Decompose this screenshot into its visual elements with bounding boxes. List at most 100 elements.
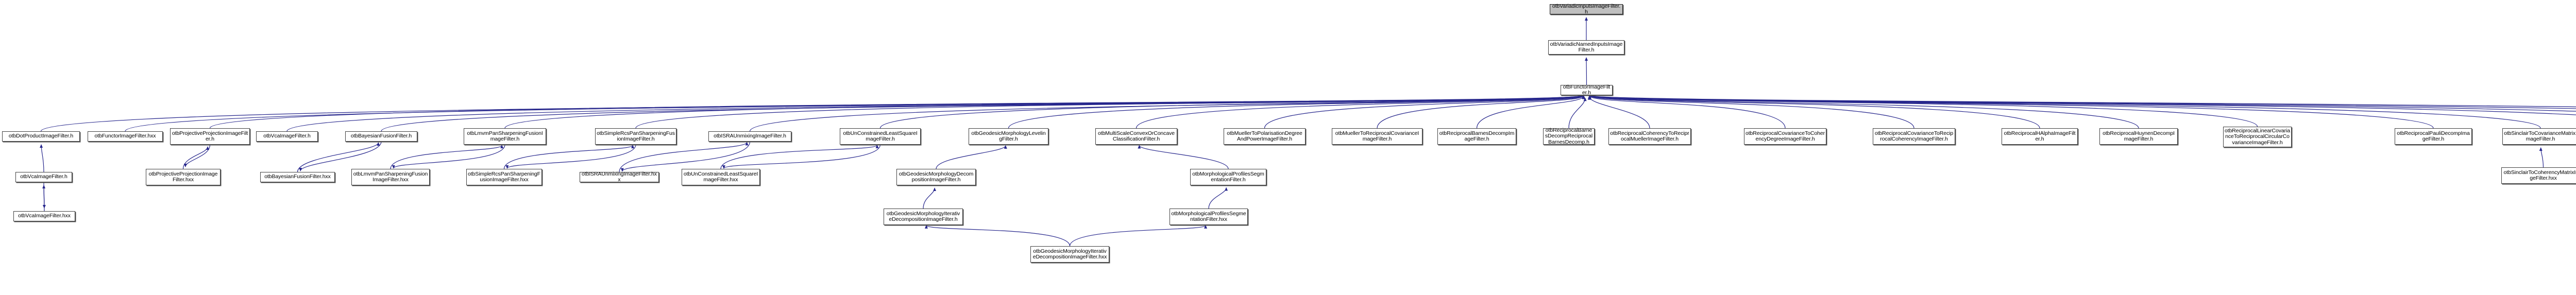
graph-edge: [1208, 187, 1228, 209]
graph-edge: [505, 144, 636, 169]
graph-edge: [1588, 95, 2576, 112]
graph-node[interactable]: otbReciprocalCoherencyToReciprocalMuelle…: [1608, 128, 1691, 145]
graph-node-label: otbMuellerToReciprocalCovarianceImageFil…: [1335, 130, 1419, 142]
graph-node[interactable]: otbFunctorImageFilter.h: [1561, 83, 1613, 96]
graph-node[interactable]: otbISRAUnmixingImageFilter.h: [708, 131, 791, 142]
graph-node[interactable]: otbGeodesicMorphologyIterativeDecomposit…: [1030, 246, 1109, 263]
graph-node-label: otbLmvmPanSharpeningFusionImageFilter.hx…: [353, 170, 428, 183]
graph-edge: [1476, 95, 1585, 129]
graph-edge: [1588, 95, 2576, 108]
graph-node[interactable]: otbVcaImageFilter.hxx: [13, 211, 75, 221]
graph-node[interactable]: otbUnConstrainedLeastSquareImageFilter.h…: [682, 169, 760, 185]
graph-node-label: otbISRAUnmixingImageFilter.hxx: [582, 170, 657, 183]
graph-node[interactable]: otbBayesianFusionFilter.h: [345, 131, 417, 142]
graph-node[interactable]: otbProjectiveProjectionImageFilter.h: [170, 128, 250, 145]
graph-edge: [1069, 224, 1207, 247]
graph-node-label: otbUnConstrainedLeastSquareImageFilter.h: [843, 130, 918, 142]
graph-edge: [1377, 95, 1585, 129]
graph-edge: [749, 95, 1585, 132]
graph-edge: [381, 95, 1585, 132]
graph-node-label: otbReciprocalBarnesDecompImageFilter.h: [1439, 130, 1515, 142]
graph-node[interactable]: otbReciprocalPauliDecompImageFilter.h: [2395, 128, 2472, 145]
graph-edge: [286, 95, 1585, 132]
graph-edge: [1588, 95, 2576, 109]
graph-node-label: otbVcaImageFilter.h: [20, 173, 67, 180]
graph-node[interactable]: otbSimpleRcsPanSharpeningFusionImageFilt…: [466, 169, 542, 185]
graph-node-label: otbSinclairToCoherencyMatrixImageFilter.…: [2503, 169, 2576, 181]
graph-edge: [620, 141, 751, 172]
graph-node[interactable]: otbMorphologicalProfilesSegmentationFilt…: [1170, 209, 1248, 225]
graph-node-label: otbGeodesicMorphologyIterativeDecomposit…: [886, 210, 960, 222]
graph-node[interactable]: otbMuellerToReciprocalCovarianceImageFil…: [1332, 128, 1422, 145]
graph-node[interactable]: otbReciprocalLinearCovarianceToReciproca…: [2223, 127, 2292, 147]
graph-node[interactable]: otbDotProductImageFilter.h: [2, 131, 80, 142]
graph-node-label: otbFunctorImageFilter.h: [1563, 83, 1611, 96]
graph-edge: [1588, 95, 1914, 129]
graph-edge: [1264, 95, 1585, 129]
graph-node[interactable]: otbSinclairToCoherencyMatrixImageFilter.…: [2501, 167, 2576, 184]
graph-edge: [299, 141, 382, 171]
graph-node-label: otbReciprocalLinearCovarianceToReciproca…: [2225, 127, 2290, 146]
graph-node-label: otbReciprocalCovarianceToCoherencyDegree…: [1745, 130, 1825, 142]
graph-node[interactable]: otbReciprocalHAlphaImageFilter.h: [2002, 128, 2078, 145]
graph-node-label: otbMorphologicalProfilesSegmentationFilt…: [1192, 170, 1264, 183]
graph-edge: [504, 95, 1585, 129]
graph-edge: [392, 144, 505, 169]
graph-node[interactable]: otbBayesianFusionFilter.hxx: [260, 172, 335, 182]
graph-edge: [925, 224, 1071, 247]
graph-node-label: otbVariadicNamedInputsImageFilter.h: [1550, 41, 1623, 53]
graph-edge: [40, 144, 44, 172]
graph-edge: [1008, 95, 1585, 129]
graph-node[interactable]: otbProjectiveProjectionImageFilter.hxx: [146, 169, 221, 185]
graph-edge: [1568, 97, 1587, 129]
graph-node[interactable]: otbISRAUnmixingImageFilter.hxx: [580, 170, 659, 183]
graph-node[interactable]: otbReciprocalBarnesDecompImageFilter.h: [1437, 128, 1516, 145]
graph-node[interactable]: otbReciprocalCovarianceToCoherencyDegree…: [1744, 128, 1826, 145]
graph-node[interactable]: otbUnConstrainedLeastSquareImageFilter.h: [840, 128, 921, 145]
graph-node-label: otbBayesianFusionFilter.hxx: [264, 173, 331, 180]
graph-edge: [722, 144, 881, 169]
graph-node[interactable]: otbVcaImageFilter.h: [15, 172, 72, 182]
graph-node[interactable]: otbLmvmPanSharpeningFusionImageFilter.h: [464, 128, 546, 145]
graph-node-label: otbVcaImageFilter.hxx: [18, 213, 71, 219]
graph-edge: [2539, 147, 2544, 168]
graph-node[interactable]: otbGeodesicMorphologyLevelingFilter.h: [969, 128, 1048, 145]
graph-node[interactable]: otbMuellerToPolarisationDegreeAndPowerIm…: [1224, 128, 1306, 145]
graph-edge: [1588, 95, 2139, 129]
graph-node-label: otbProjectiveProjectionImageFilter.h: [172, 130, 248, 142]
graph-node-label: otbDotProductImageFilter.h: [8, 133, 74, 140]
graph-node[interactable]: otbSimpleRcsPanSharpeningFusionImageFilt…: [595, 128, 676, 145]
graph-edge: [1588, 95, 1786, 129]
graph-node[interactable]: otbGeodesicMorphologyDecompositionImageF…: [896, 169, 976, 185]
graph-edge: [923, 187, 937, 209]
graph-node[interactable]: otbReciprocalBarnesDecompReciprocalBarne…: [1543, 127, 1595, 145]
graph-edge: [390, 145, 504, 169]
graph-node[interactable]: otbReciprocalCovarianceToReciprocalCoher…: [1873, 128, 1955, 145]
graph-node-label: otbReciprocalCoherencyToReciprocalMuelle…: [1610, 130, 1689, 142]
graph-node-label: otbVcaImageFilter.h: [263, 133, 311, 140]
graph-edge: [40, 95, 1585, 132]
graph-node[interactable]: otbVariadicNamedInputsImageFilter.h: [1548, 40, 1624, 55]
graph-node[interactable]: otbReciprocalHuynenDecompImageFilter.h: [2099, 128, 2178, 145]
graph-node[interactable]: otbLmvmPanSharpeningFusionImageFilter.hx…: [351, 169, 430, 185]
graph-node[interactable]: otbSinclairToCovarianceMatrixImageFilter…: [2502, 128, 2576, 145]
graph-node-label: otbSinclairToCovarianceMatrixImageFilter…: [2504, 130, 2576, 142]
graph-root-node[interactable]: otbVariadicInputsImageFilter.h: [1550, 3, 1623, 15]
graph-node[interactable]: otbMorphologicalProfilesSegmentationFilt…: [1190, 169, 1266, 185]
graph-node-label: otbGeodesicMorphologyIterativeDecomposit…: [1032, 248, 1107, 260]
graph-edge: [936, 145, 1007, 169]
graph-edge: [1588, 95, 2541, 129]
edge-group: [40, 17, 2576, 247]
graph-edge: [619, 142, 749, 172]
graph-node-label: otbMultiScaleConvexOrConcaveClassificati…: [1098, 130, 1175, 142]
graph-node-label: otbISRAUnmixingImageFilter.h: [714, 133, 786, 140]
graph-node[interactable]: otbMultiScaleConvexOrConcaveClassificati…: [1095, 128, 1177, 145]
graph-edge: [720, 144, 879, 169]
graph-node[interactable]: otbFunctorImageFilter.hxx: [88, 131, 163, 142]
graph-node[interactable]: otbVcaImageFilter.h: [256, 131, 318, 142]
graph-node-label: otbFunctorImageFilter.hxx: [94, 133, 156, 140]
graph-node[interactable]: otbGeodesicMorphologyIterativeDecomposit…: [884, 209, 963, 225]
graph-node-label: otbBayesianFusionFilter.h: [350, 133, 412, 140]
graph-edge: [209, 95, 1585, 129]
graph-node-label: otbGeodesicMorphologyLevelingFilter.h: [971, 130, 1046, 142]
